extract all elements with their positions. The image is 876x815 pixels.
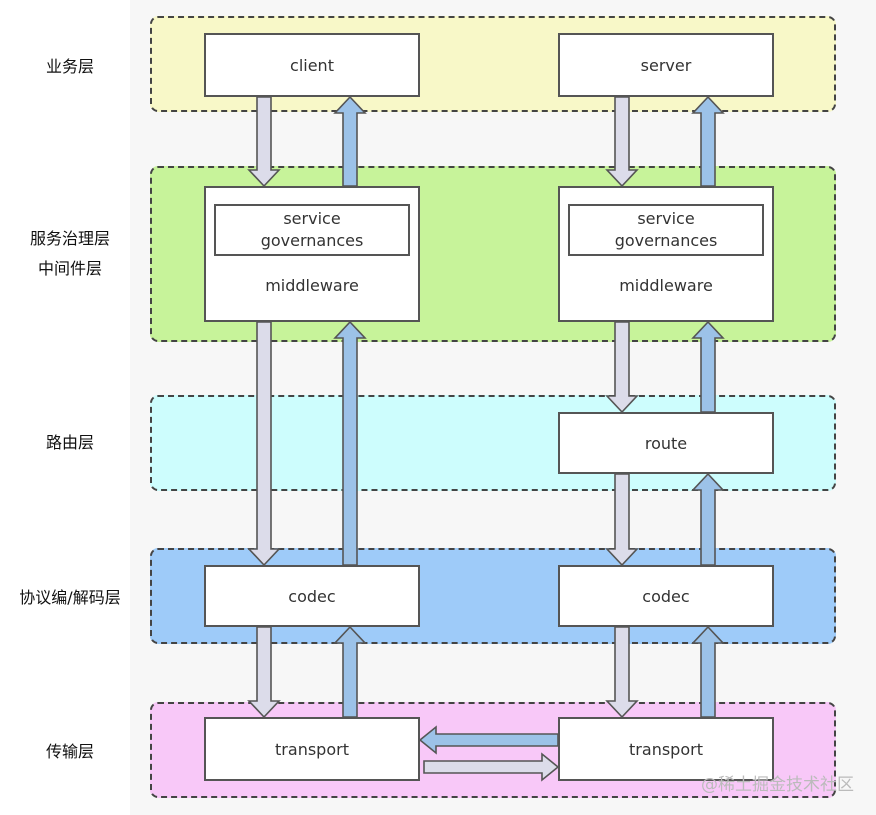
- arrow-middleware-to-codec: [247, 321, 281, 567]
- arrow-server-to-middleware: [605, 96, 639, 188]
- client-label: client: [290, 55, 334, 75]
- codec-label: codec: [288, 586, 336, 606]
- codec-label: codec: [642, 586, 690, 606]
- arrow-route-to-middleware: [691, 320, 725, 413]
- service-label: service: [637, 209, 695, 228]
- arrow-route-to-codec: [605, 473, 639, 567]
- client-box: client: [204, 33, 420, 97]
- arrow-transport-to-codec: [333, 625, 367, 718]
- arrow-middleware-to-server: [691, 95, 725, 187]
- arrow-transport-to-codec-server: [691, 625, 725, 718]
- arrow-middleware-to-route: [605, 321, 639, 414]
- route-label: route: [644, 433, 688, 453]
- arrow-server-transport-to-client: [418, 725, 559, 755]
- client-transport-box: transport: [204, 717, 420, 781]
- server-codec-box: codec: [558, 565, 774, 627]
- server-middleware-box: service governances middleware: [558, 186, 774, 322]
- server-label: server: [640, 55, 692, 75]
- server-box: server: [558, 33, 774, 97]
- arrow-middleware-to-client: [333, 95, 367, 187]
- arrow-codec-to-route: [691, 472, 725, 566]
- service-label: service: [283, 209, 341, 228]
- layer-label-governance: 服务治理层: [29, 229, 110, 248]
- route-box: route: [558, 412, 774, 474]
- arrow-codec-to-middleware: [333, 320, 367, 566]
- governances-label: governances: [614, 231, 718, 250]
- transport-label: transport: [275, 739, 349, 759]
- layer-label-business: 业务层: [45, 57, 94, 76]
- layer-label-codec: 协议编/解码层: [19, 588, 121, 607]
- governances-label: governances: [260, 231, 364, 250]
- layer-label-route: 路由层: [45, 433, 94, 452]
- arrow-codec-to-transport-server: [605, 626, 639, 719]
- middleware-label: middleware: [265, 276, 359, 295]
- middleware-label: middleware: [619, 276, 713, 295]
- layer-label-transport: 传输层: [45, 742, 94, 761]
- client-codec-box: codec: [204, 565, 420, 627]
- client-service-governances-box: service governances: [214, 204, 410, 256]
- server-transport-box: transport: [558, 717, 774, 781]
- client-middleware-box: service governances middleware: [204, 186, 420, 322]
- arrow-codec-to-transport: [247, 626, 281, 719]
- transport-label: transport: [629, 739, 703, 759]
- server-service-governances-box: service governances: [568, 204, 764, 256]
- arrow-client-to-middleware: [247, 96, 281, 188]
- watermark: @稀土掘金技术社区: [701, 775, 854, 795]
- layer-label-middleware: 中间件层: [37, 259, 102, 278]
- arrow-client-transport-to-server: [423, 752, 560, 782]
